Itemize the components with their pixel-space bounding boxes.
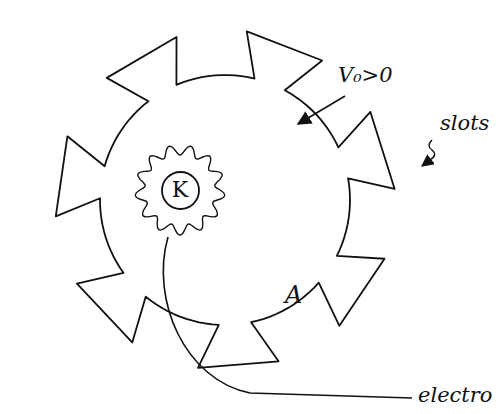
cathode-circle: K bbox=[161, 171, 200, 210]
node-text: K bbox=[172, 178, 188, 202]
anode-outline bbox=[56, 31, 395, 367]
electron-cloud bbox=[135, 146, 224, 235]
slot-pointer bbox=[422, 140, 435, 166]
cloud-leader bbox=[163, 237, 412, 398]
cathode-circle bbox=[162, 172, 199, 209]
slots-label: slots bbox=[440, 112, 489, 135]
node-text: A bbox=[285, 282, 302, 308]
electron-cloud-label: electro bbox=[418, 384, 492, 407]
voltage-label: V₀>0 bbox=[338, 64, 393, 87]
